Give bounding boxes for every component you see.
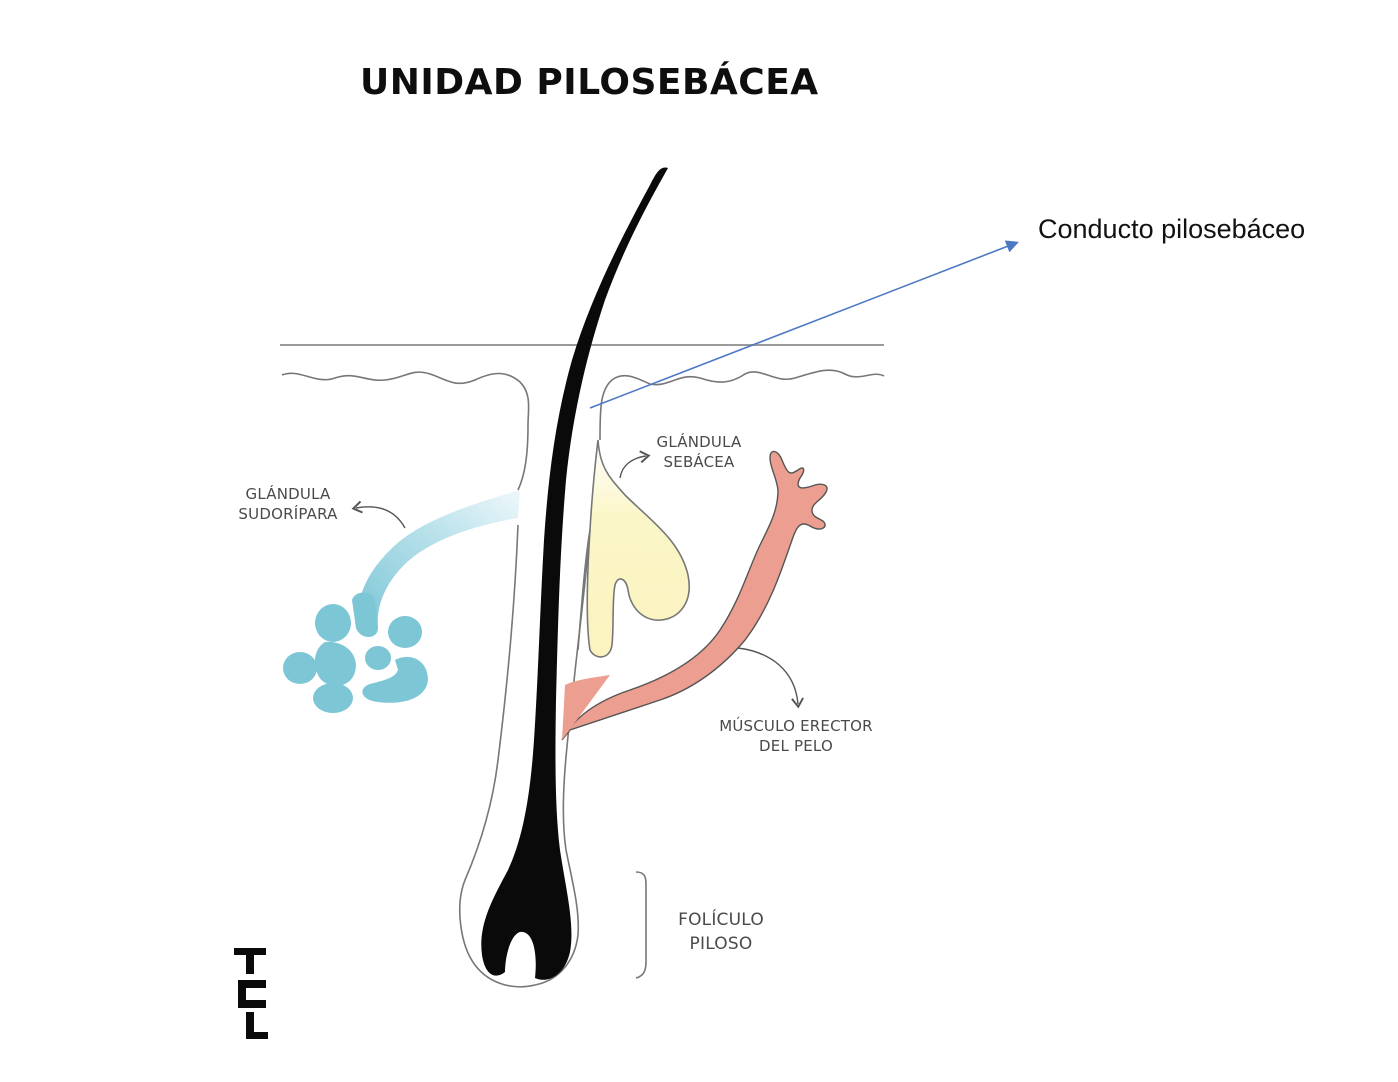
epidermis-line-left [281, 371, 530, 426]
callout-arrow [589, 240, 1019, 409]
epidermis-line-right [599, 369, 885, 441]
sweat-gland-pointer-arrow [351, 500, 406, 529]
hair-shaft [481, 167, 668, 980]
diagram-title: UNIDAD PILOSEBÁCEA [360, 62, 819, 103]
sweat-gland-duct [358, 490, 520, 628]
tcl-logo [234, 948, 268, 1039]
label-hair-follicle: FOLÍCULO PILOSO [678, 910, 764, 954]
label-sweat-gland: GLÁNDULA SUDORÍPARA [238, 485, 338, 523]
sebaceous-gland-pointer-arrow [619, 450, 651, 479]
follicle-bracket [635, 871, 647, 979]
sebaceous-gland [586, 439, 690, 658]
sweat-gland-coils [283, 592, 428, 713]
erector-muscle [561, 450, 828, 741]
erector-muscle-pointer-arrow [737, 647, 804, 709]
label-erector-muscle: MÚSCULO ERECTOR DEL PELO [719, 717, 873, 755]
label-sebaceous-gland: GLÁNDULA SEBÁCEA [656, 433, 742, 471]
callout-pilosebaceous-duct: Conducto pilosebáceo [1038, 214, 1306, 244]
